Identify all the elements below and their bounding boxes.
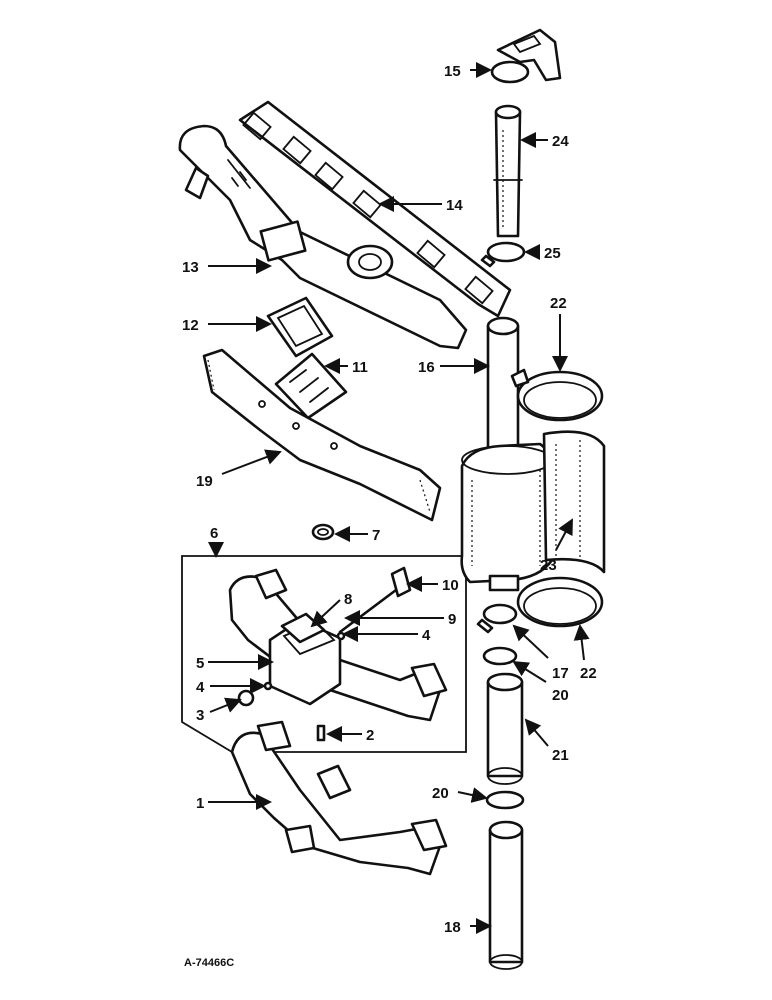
callout-8: 8 bbox=[344, 591, 352, 608]
part-2-pin bbox=[316, 724, 326, 742]
drawing-code: A-74466C bbox=[184, 957, 234, 969]
callout-10: 10 bbox=[442, 577, 459, 594]
part-1-exhaust-manifold bbox=[230, 720, 448, 876]
callout-23: 23 bbox=[540, 557, 557, 574]
part-22-lower-clamp bbox=[516, 576, 604, 628]
callout-1: 1 bbox=[196, 795, 204, 812]
part-16-muffler bbox=[460, 316, 554, 592]
callout-6: 6 bbox=[210, 525, 218, 542]
callout-13: 13 bbox=[182, 259, 199, 276]
callout-21: 21 bbox=[552, 747, 569, 764]
callout-11: 11 bbox=[352, 359, 368, 376]
part-21-pipe bbox=[486, 672, 524, 785]
callout-12: 12 bbox=[182, 317, 199, 334]
assembly-6-frame bbox=[181, 555, 467, 753]
callout-22-top: 22 bbox=[550, 295, 567, 312]
part-22-upper-clamp bbox=[510, 368, 604, 422]
callout-labels: 15 24 14 25 13 22 12 11 16 19 6 7 23 10 … bbox=[182, 63, 597, 936]
part-25-hose-clamp bbox=[480, 241, 526, 268]
part-15-clamp-bracket bbox=[490, 28, 562, 84]
part-12-gasket bbox=[266, 296, 334, 358]
part-17-clamp bbox=[476, 603, 518, 634]
callout-15: 15 bbox=[444, 63, 461, 80]
callout-2: 2 bbox=[366, 727, 374, 744]
part-18-tail-pipe bbox=[488, 820, 524, 970]
callout-14: 14 bbox=[446, 197, 463, 214]
part-24-pipe bbox=[493, 104, 523, 238]
part-20-lower-clamp bbox=[485, 790, 525, 810]
callout-24: 24 bbox=[552, 133, 569, 150]
part-20-upper-clamp bbox=[482, 646, 518, 666]
callout-5: 5 bbox=[196, 655, 204, 672]
callout-17: 17 bbox=[552, 665, 569, 682]
part-19-heat-shield bbox=[202, 348, 442, 522]
callout-22-bottom: 22 bbox=[580, 665, 597, 682]
callout-19: 19 bbox=[196, 473, 213, 490]
callout-20-upper: 20 bbox=[552, 687, 569, 704]
part-7-plug bbox=[311, 523, 335, 541]
callout-9: 9 bbox=[448, 611, 456, 628]
callout-4-upper: 4 bbox=[422, 627, 431, 644]
callout-16: 16 bbox=[418, 359, 435, 376]
callout-18: 18 bbox=[444, 919, 461, 936]
callout-25: 25 bbox=[544, 245, 561, 262]
callout-20-lower: 20 bbox=[432, 785, 449, 802]
leader-lines bbox=[208, 62, 590, 934]
callout-4-lower: 4 bbox=[196, 679, 205, 696]
part-14-manifold-gasket bbox=[238, 100, 512, 318]
part-23-muffler-shield bbox=[542, 430, 606, 574]
part-3-bolt bbox=[237, 689, 255, 707]
callout-3: 3 bbox=[196, 707, 204, 724]
part-13-intake-manifold bbox=[178, 124, 468, 350]
callout-7: 7 bbox=[372, 527, 380, 544]
part-11-cover-plate bbox=[274, 352, 348, 420]
